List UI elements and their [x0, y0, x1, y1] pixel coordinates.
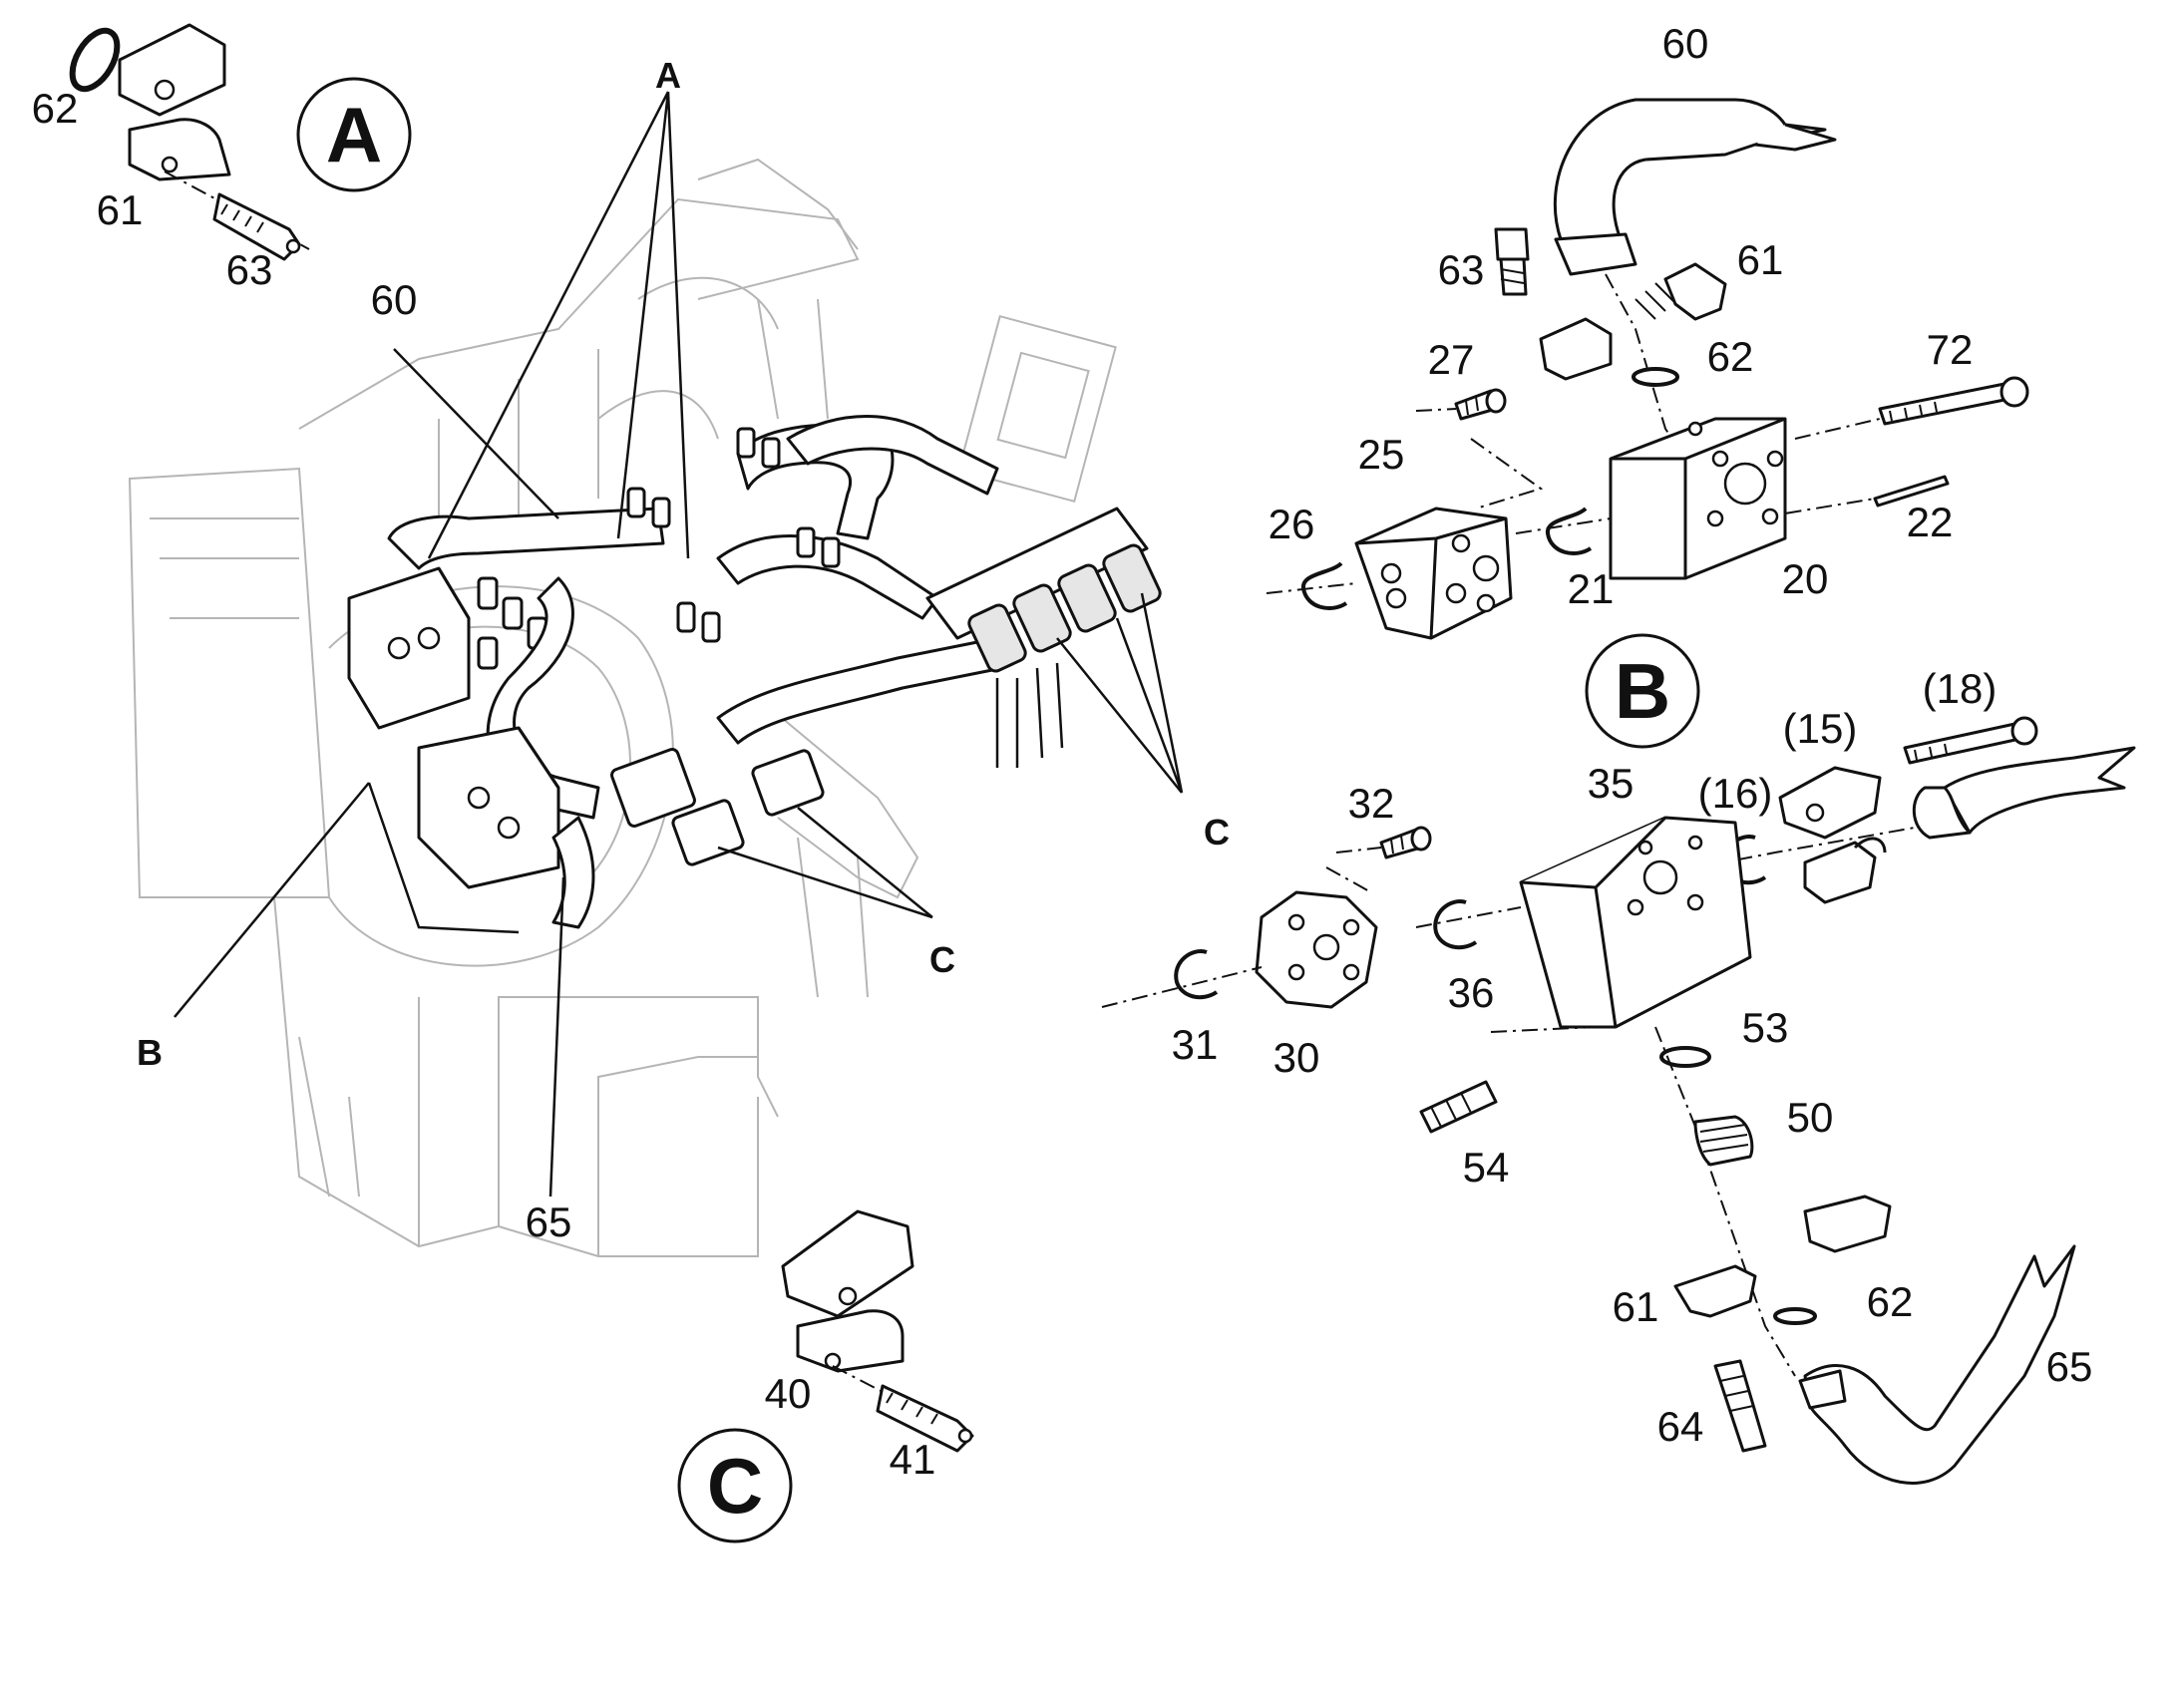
label-tr-21: 21	[1568, 565, 1615, 612]
detail-a-badge: A	[326, 91, 382, 178]
label-br-35: 35	[1588, 760, 1635, 807]
label-br-15: (15)	[1783, 705, 1858, 752]
label-br-53: 53	[1742, 1004, 1789, 1051]
top-right-assembly: 60 61 63 62 72 27 25 26 21 20 22	[1266, 20, 2029, 640]
label-br-61: 61	[1613, 1283, 1659, 1330]
label-br-16: (16)	[1698, 770, 1773, 817]
detail-c-badge: C	[707, 1442, 763, 1530]
label-tr-63: 63	[1438, 246, 1485, 293]
label-br-32: 32	[1348, 780, 1395, 827]
valve-manifold-group	[347, 415, 1162, 929]
label-tr-22: 22	[1907, 499, 1954, 545]
label-tr-60: 60	[1662, 20, 1709, 67]
label-br-31: 31	[1172, 1021, 1219, 1068]
label-br-36: 36	[1448, 969, 1495, 1016]
detail-b-badge: B	[1615, 647, 1670, 735]
label-a-61: 61	[97, 186, 144, 233]
label-tr-20: 20	[1782, 555, 1829, 602]
detail-a-badge-circle	[296, 77, 412, 192]
label-tr-72: 72	[1927, 326, 1974, 373]
label-c-40: 40	[765, 1370, 812, 1417]
label-br-30: 30	[1273, 1034, 1320, 1081]
label-br-65: 65	[2046, 1343, 2093, 1390]
callout-letter-c-middle: C	[929, 939, 955, 980]
label-tr-26: 26	[1269, 501, 1315, 547]
callout-letter-c-right: C	[1204, 812, 1230, 853]
label-br-64: 64	[1657, 1403, 1704, 1450]
label-main-60: 60	[371, 276, 418, 323]
label-tr-61: 61	[1737, 236, 1784, 283]
callout-letter-a: A	[655, 55, 681, 96]
detail-a: A 62 61 63	[32, 23, 412, 293]
label-br-18: (18)	[1923, 665, 1998, 712]
label-tr-25: 25	[1358, 431, 1405, 478]
label-tr-27: 27	[1428, 336, 1475, 383]
label-c-41: 41	[890, 1436, 936, 1483]
bottom-right-assembly: B	[1101, 633, 2136, 1485]
label-br-50: 50	[1787, 1094, 1834, 1141]
label-br-54: 54	[1463, 1144, 1510, 1191]
label-br-62: 62	[1867, 1278, 1914, 1325]
label-a-63: 63	[226, 246, 273, 293]
detail-c-badge-circle	[677, 1428, 793, 1543]
tractor-frame-outline	[128, 158, 1117, 1257]
callout-letter-b: B	[137, 1032, 163, 1073]
leader-lines-main	[174, 91, 1184, 1197]
label-main-65: 65	[526, 1198, 572, 1245]
label-a-62: 62	[32, 85, 79, 132]
detail-c: C 40 41	[677, 1209, 974, 1543]
detail-b-badge-circle	[1585, 633, 1700, 749]
label-tr-62: 62	[1707, 333, 1754, 380]
